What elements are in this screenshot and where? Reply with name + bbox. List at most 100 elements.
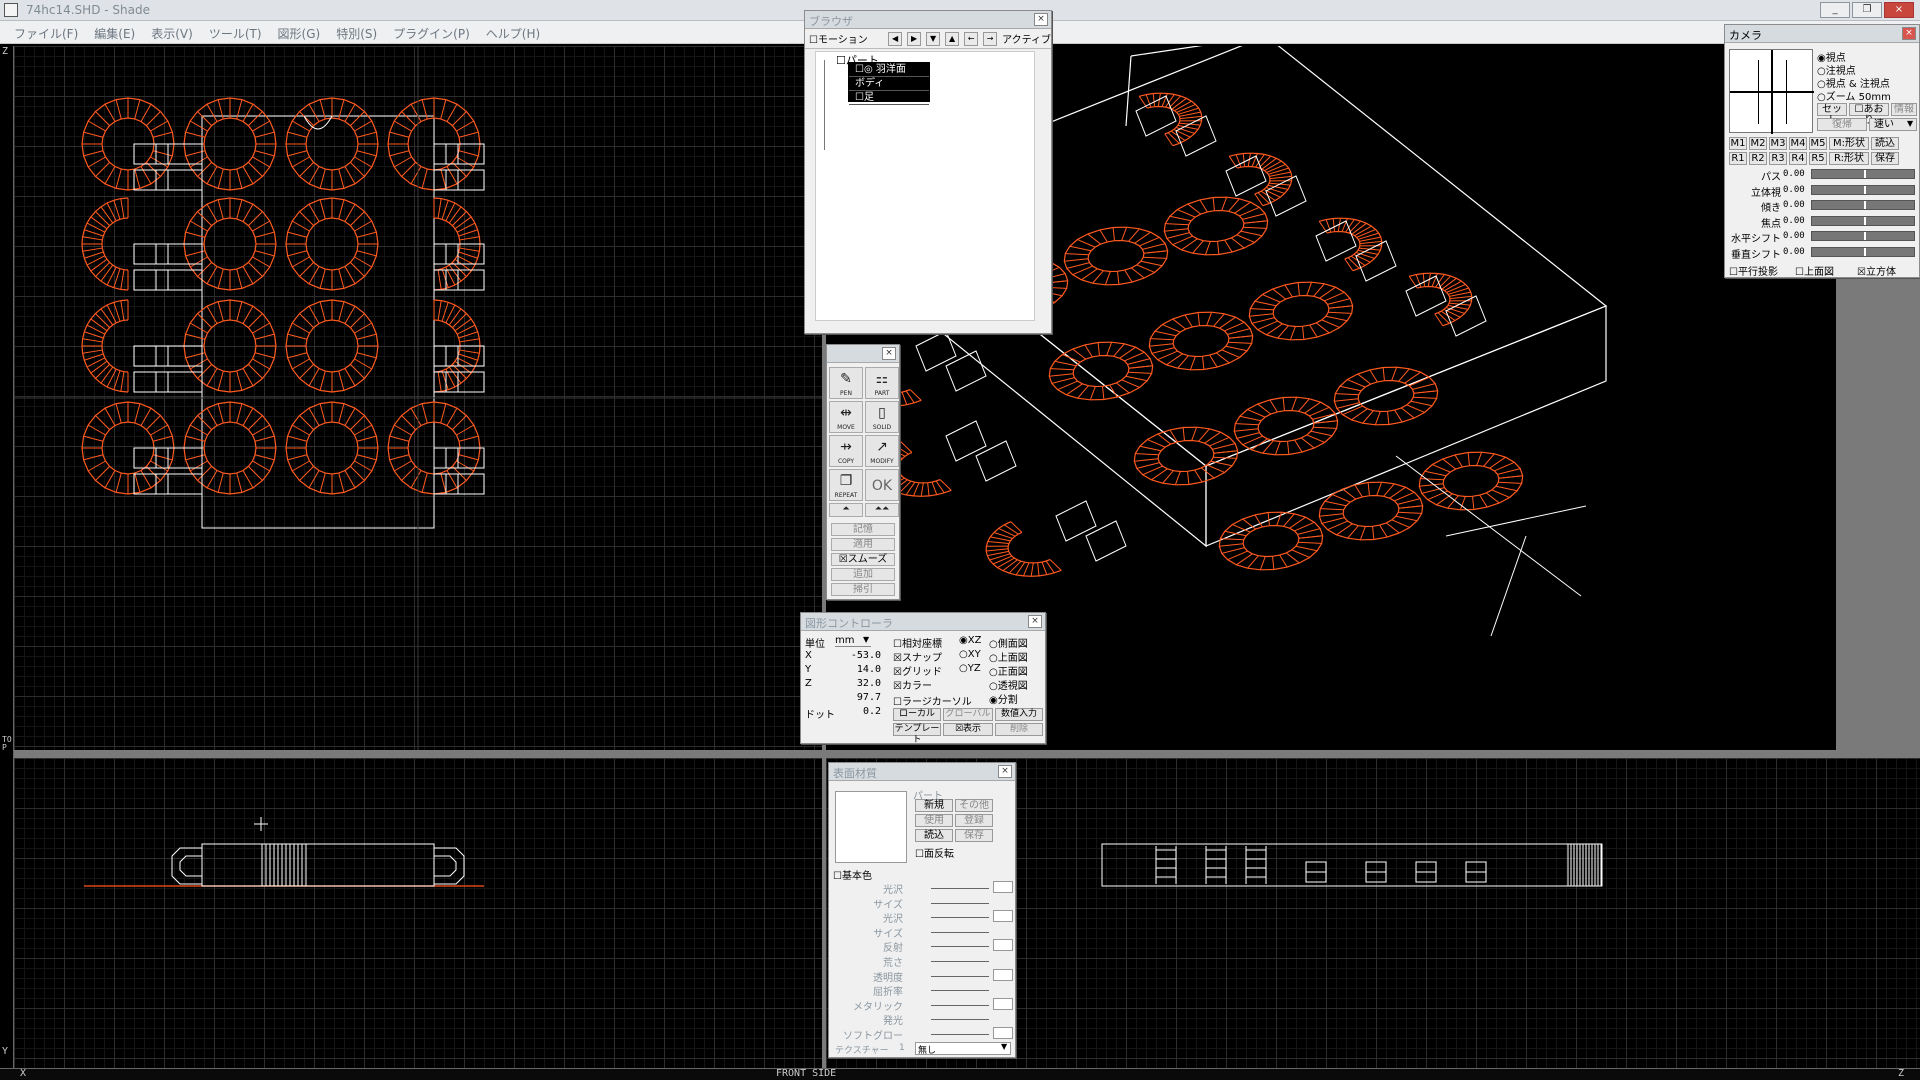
menu-plugin[interactable]: プラグイン(P)	[393, 27, 470, 41]
tri-left-icon[interactable]: ⏶	[829, 503, 863, 517]
camera-memory-button[interactable]: R4	[1789, 152, 1807, 165]
target-radio[interactable]: ○注視点	[1817, 66, 1856, 77]
camera-speed-select[interactable]: 速い	[1869, 118, 1917, 131]
local-button[interactable]: ローカル	[893, 708, 941, 721]
back-arrow-icon[interactable]: ←	[964, 31, 979, 46]
viewpoint-radio[interactable]: ◉視点	[1817, 53, 1846, 64]
top-view-viewport[interactable]	[14, 46, 822, 750]
material-other-button[interactable]: その他	[955, 799, 993, 812]
memory-button[interactable]: 記憶	[831, 523, 895, 536]
camera-memory-button[interactable]: M5	[1809, 137, 1827, 150]
camera-memory-button[interactable]: R5	[1809, 152, 1827, 165]
plane-xy-radio[interactable]: ○XY	[959, 649, 981, 660]
modify-tool[interactable]: ↗MODIFY	[865, 435, 899, 467]
plane-xz-radio[interactable]: ◉XZ	[959, 635, 982, 646]
minimize-button[interactable]: _	[1820, 2, 1850, 18]
material-prop-slider[interactable]	[931, 910, 989, 919]
front-view-radio[interactable]: ○正面図	[989, 667, 1028, 678]
camera-memory-button[interactable]: M3	[1769, 137, 1787, 150]
camera-restore-button[interactable]: 復帰	[1817, 118, 1867, 131]
camera-control-pad[interactable]	[1729, 49, 1814, 134]
tool-palette-header[interactable]: ×	[827, 345, 899, 363]
parallel-projection-checkbox[interactable]: ☐平行投影	[1729, 267, 1778, 278]
material-prop-color-box[interactable]	[993, 968, 1013, 981]
coord-y-value[interactable]: 14.0	[856, 664, 881, 675]
camera-param-slider[interactable]	[1811, 215, 1915, 226]
relative-coords-checkbox[interactable]: ☐相対座標	[893, 639, 942, 650]
material-prop-slider[interactable]	[931, 939, 989, 948]
camera-memory-button[interactable]: R3	[1769, 152, 1787, 165]
camera-memory-button[interactable]: M2	[1749, 137, 1767, 150]
copy-tool[interactable]: ⇸COPY	[829, 435, 863, 467]
menu-special[interactable]: 特別(S)	[336, 27, 378, 41]
ok-button[interactable]: OK	[865, 469, 899, 501]
expand-icon[interactable]: ▲	[945, 31, 960, 46]
tree-item-legs[interactable]: ☐足	[849, 91, 929, 105]
material-save-button[interactable]: 保存	[955, 829, 993, 842]
browser-header[interactable]: ブラウザ ×	[805, 11, 1051, 29]
next-icon[interactable]: ▶	[907, 31, 922, 46]
color-checkbox[interactable]: ☒カラー	[893, 681, 932, 692]
shape-controller-header[interactable]: 図形コントローラ ×	[801, 613, 1045, 631]
tilt-checkbox[interactable]: ☐あおり	[1849, 103, 1889, 126]
browser-close-icon[interactable]: ×	[1034, 13, 1048, 26]
camera-param-slider[interactable]	[1811, 169, 1915, 179]
material-prop-slider[interactable]	[931, 954, 989, 962]
side-view-radio[interactable]: ○側面図	[989, 639, 1028, 650]
grid-checkbox[interactable]: ☒グリッド	[893, 667, 942, 678]
texture-dropdown-icon[interactable]: ▼	[1001, 1042, 1008, 1051]
material-prop-slider[interactable]	[931, 925, 989, 933]
camera-close-icon[interactable]: ×	[1902, 27, 1916, 40]
tri-right-icon[interactable]: ⏶⏶	[865, 503, 899, 517]
material-load-button[interactable]: 読込	[915, 829, 953, 842]
close-button[interactable]: ×	[1884, 2, 1914, 18]
forward-arrow-icon[interactable]: →	[983, 31, 998, 46]
sweep-button[interactable]: 掃引	[831, 583, 895, 596]
camera-param-slider[interactable]	[1811, 246, 1915, 257]
face-flip-checkbox[interactable]: ☐面反転	[915, 849, 954, 860]
camera-memory-button[interactable]: 読込	[1871, 137, 1899, 150]
front-view-viewport[interactable]	[14, 758, 822, 1068]
viewpoint-target-radio[interactable]: ○視点 & 注視点	[1817, 79, 1890, 90]
dot-value[interactable]: 0.2	[862, 706, 881, 717]
base-color-checkbox[interactable]: ☐基本色	[833, 871, 872, 882]
apply-button[interactable]: 適用	[831, 538, 895, 551]
top-view-checkbox[interactable]: ☐上面図	[1795, 267, 1834, 278]
material-prop-slider[interactable]	[931, 998, 989, 1006]
horizontal-splitter[interactable]	[14, 750, 1920, 758]
unit-dropdown-icon[interactable]: ▼	[863, 635, 870, 644]
camera-memory-button[interactable]: M:形状	[1829, 137, 1869, 150]
menu-view[interactable]: 表示(V)	[151, 27, 193, 41]
camera-memory-button[interactable]: M1	[1729, 137, 1747, 150]
material-prop-color-box[interactable]	[993, 997, 1013, 1010]
material-prop-slider[interactable]	[931, 1027, 989, 1035]
add-button[interactable]: 追加	[831, 568, 895, 581]
snap-checkbox[interactable]: ☒スナップ	[893, 653, 942, 664]
material-prop-slider[interactable]	[931, 896, 989, 904]
tools-close-icon[interactable]: ×	[882, 347, 896, 360]
numeric-input-button[interactable]: 数値入力	[995, 708, 1043, 721]
material-register-button[interactable]: 登録	[955, 814, 993, 827]
tree-item-body[interactable]: ボディ	[849, 77, 929, 91]
camera-header[interactable]: カメラ ×	[1725, 25, 1919, 43]
perspective-view-radio[interactable]: ○透視図	[989, 681, 1028, 692]
restore-button[interactable]: ❐	[1852, 2, 1882, 18]
menu-shape[interactable]: 図形(G)	[277, 27, 321, 41]
camera-info-button[interactable]: 情報	[1891, 103, 1917, 116]
camera-set-button[interactable]: セット	[1817, 103, 1847, 126]
camera-memory-button[interactable]: 保存	[1871, 152, 1899, 165]
split-view-radio[interactable]: ◉分割	[989, 695, 1018, 706]
coord-z-value[interactable]: 32.0	[856, 678, 881, 689]
unit-select[interactable]: mm	[835, 635, 871, 647]
material-use-button[interactable]: 使用	[915, 814, 953, 827]
menu-file[interactable]: ファイル(F)	[14, 27, 79, 41]
material-prop-color-box[interactable]	[993, 910, 1013, 923]
camera-memory-button[interactable]: R2	[1749, 152, 1767, 165]
active-button[interactable]: アクティブ	[1002, 35, 1051, 46]
plane-yz-radio[interactable]: ○YZ	[959, 663, 981, 674]
coord-x-value[interactable]: -53.0	[850, 650, 881, 661]
zoom-radio[interactable]: ○ズーム 50mm	[1817, 92, 1891, 103]
collapse-icon[interactable]: ▼	[926, 31, 941, 46]
menu-tools[interactable]: ツール(T)	[208, 27, 262, 41]
template-button[interactable]: テンプレート	[893, 723, 941, 745]
